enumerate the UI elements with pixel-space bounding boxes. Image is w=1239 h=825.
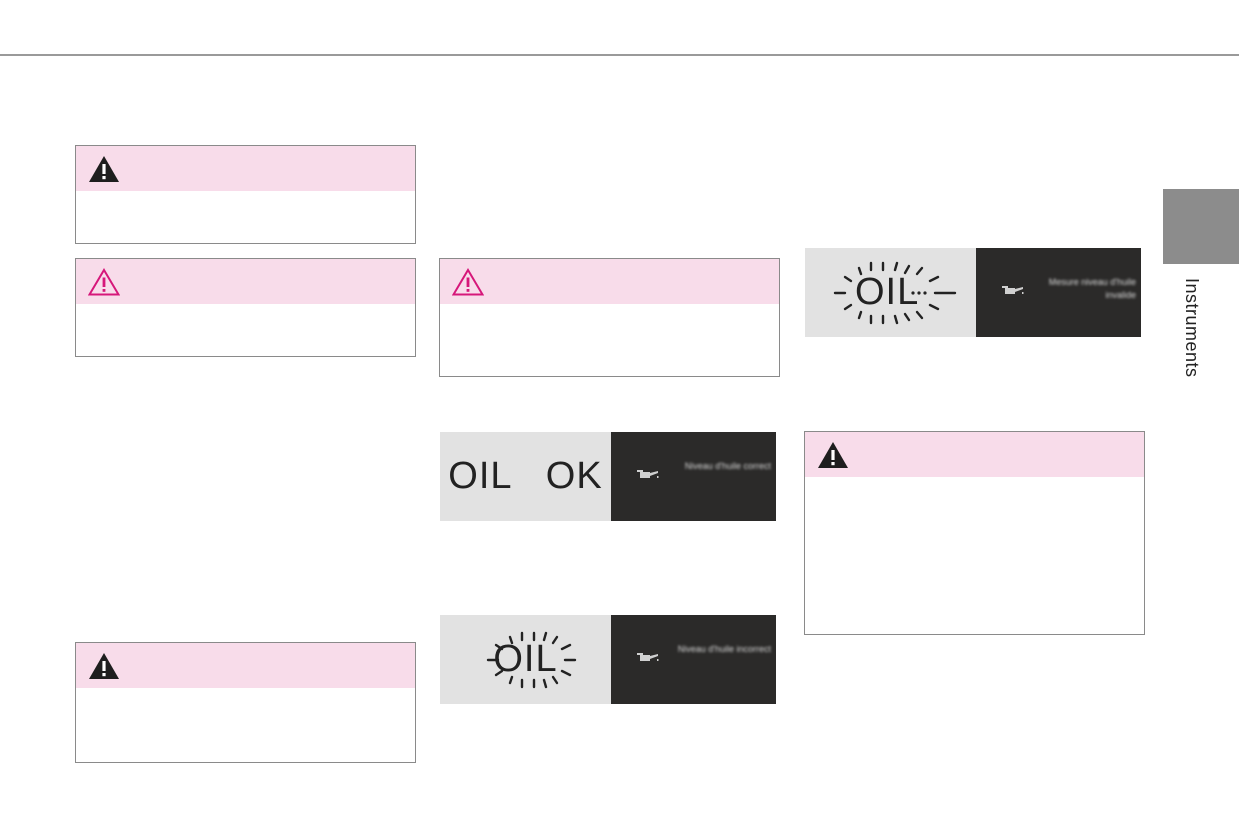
warning-header — [76, 146, 415, 191]
warning-triangle-icon — [89, 653, 119, 679]
top-divider — [0, 54, 1239, 56]
oil-display-left: OIL OK — [440, 432, 611, 521]
oil-can-icon — [637, 470, 659, 478]
warning-header — [440, 259, 779, 304]
oil-status-text: OIL OK — [448, 455, 603, 497]
warning-triangle-icon — [818, 442, 848, 468]
oil-level-message: Niveau d'huile incorrect — [677, 644, 771, 654]
oil-display-right: Mesure niveau d'huile invalide — [976, 248, 1141, 337]
oil-display-left: OIL — [805, 248, 976, 337]
oil-incorrect-display: OIL Niveau d'huile incorrect — [440, 615, 776, 704]
flashing-rays-icon — [833, 261, 957, 325]
warning-box-danger — [75, 145, 416, 244]
warning-header — [76, 643, 415, 688]
warning-header — [76, 259, 415, 304]
warning-box-caution — [75, 258, 416, 357]
oil-status-text: OIL — [493, 638, 558, 680]
flashing-rays-icon — [486, 631, 577, 689]
warning-header — [805, 432, 1144, 477]
oil-status-text: OIL — [855, 271, 920, 313]
oil-can-icon — [637, 653, 659, 661]
oil-display-right: Niveau d'huile incorrect — [611, 615, 776, 704]
chapter-tab[interactable] — [1163, 189, 1239, 264]
warning-triangle-icon — [89, 156, 119, 182]
caution-triangle-icon — [88, 268, 120, 296]
warning-box-danger — [804, 431, 1145, 635]
warning-box-danger — [75, 642, 416, 763]
oil-can-icon — [1002, 286, 1024, 294]
oil-display-left: OIL — [440, 615, 611, 704]
chapter-tab-label[interactable]: Instruments — [1182, 278, 1202, 378]
warning-box-caution — [439, 258, 780, 377]
oil-level-message: Mesure niveau d'huile invalide — [1048, 277, 1136, 300]
caution-triangle-icon — [452, 268, 484, 296]
oil-display-right: Niveau d'huile correct — [611, 432, 776, 521]
oil-ok-display: OIL OK Niveau d'huile correct — [440, 432, 776, 521]
oil-level-message: Niveau d'huile correct — [684, 461, 771, 471]
oil-invalid-display: OIL Mesure niveau d'huile invalide — [805, 248, 1141, 337]
